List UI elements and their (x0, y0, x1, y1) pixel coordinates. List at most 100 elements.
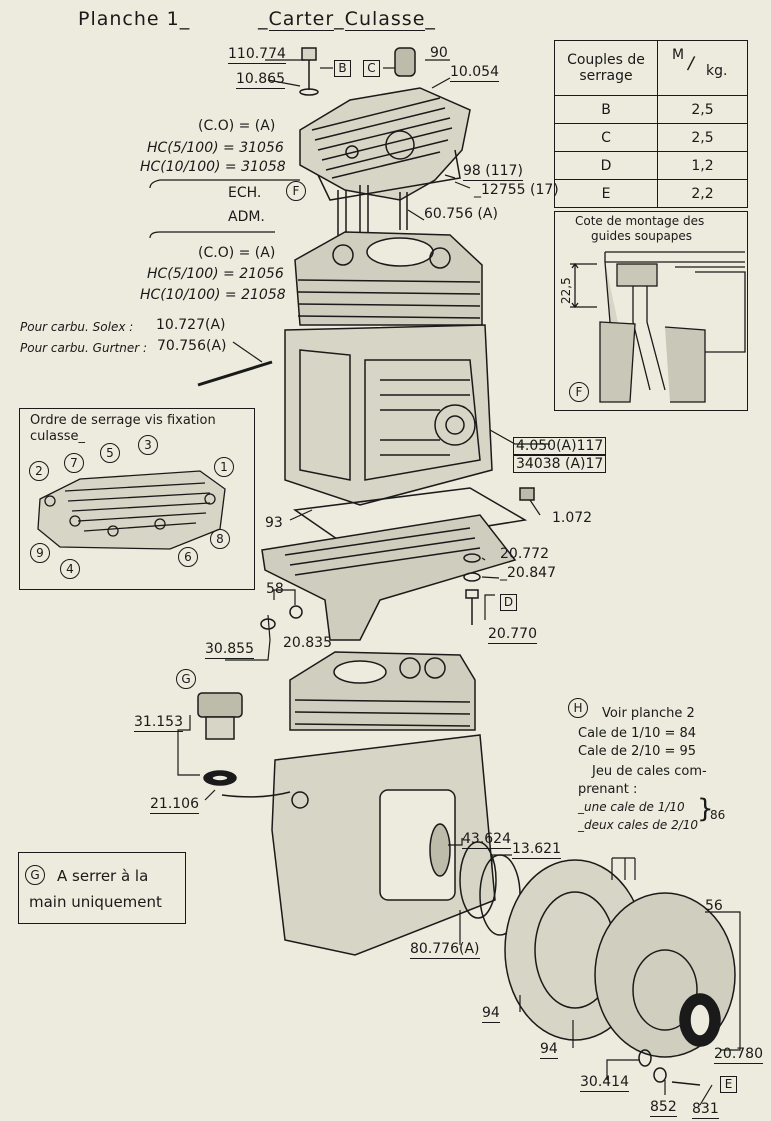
label-hc5-bottom: HC(5/100) = 21056 (147, 266, 284, 282)
note-h-line7: _deux cales de 2/10 (578, 818, 699, 832)
label-co-bottom: (C.O) = (A) (198, 245, 276, 261)
part-20835: 20.835 (283, 635, 332, 651)
part-831: 831 (692, 1101, 719, 1119)
nut-drawing (394, 47, 416, 77)
ref-solex: 10.727(A) (156, 317, 226, 333)
marker-g: G (176, 669, 196, 689)
order-num-2: 2 (29, 461, 49, 481)
part-30414: 30.414 (580, 1074, 629, 1092)
marker-f-label: F (286, 181, 306, 201)
bearing-drawing (459, 841, 497, 919)
order-num-3: 3 (138, 435, 158, 455)
part-4050: 4.050(A)117 (513, 437, 607, 455)
part-110774: 110.774 (228, 46, 286, 64)
order-num-9: 9 (30, 543, 50, 563)
note-h-line1: Voir planche 2 (602, 706, 695, 721)
order-num-1: 1 (214, 457, 234, 477)
leader-lines (149, 59, 741, 1106)
order-num-5: 5 (100, 443, 120, 463)
cylinder-block-drawing (294, 231, 483, 326)
part-80776: 80.776(A) (410, 941, 480, 959)
marker-e: E (720, 1076, 737, 1093)
plate-number: Planche 1 (78, 8, 180, 30)
part-98: 98 (117) (463, 163, 523, 181)
part-93: 93 (265, 515, 283, 531)
upper-crankcase-drawing (284, 324, 535, 506)
note-h-line4: Jeu de cales com- (592, 764, 707, 779)
part-852: 852 (650, 1099, 677, 1117)
label-solex: Pour carbu. Solex : (20, 320, 134, 334)
title-carter: Carter (268, 8, 335, 31)
note-g-line1: A serrer à la (57, 867, 149, 885)
cylinder-head-drawing (299, 87, 471, 201)
torque-header-label: Couples de serrage (554, 40, 658, 96)
marker-b: B (334, 60, 351, 77)
note-h-line6: _une cale de 1/10 (578, 800, 685, 814)
label-hc5-top: HC(5/100) = 31056 (147, 140, 284, 156)
order-box-title: Ordre de serrage vis fixation (30, 413, 216, 428)
marker-h-circle: H (568, 698, 588, 718)
part-94-shim: 94 (482, 1005, 500, 1023)
label-hc10-bottom: HC(10/100) = 21058 (140, 287, 286, 303)
title-culasse: Culasse (344, 8, 426, 31)
part-1072: 1.072 (552, 510, 593, 526)
part-10865: 10.865 (236, 71, 285, 89)
torque-header-unit: M / kg. (657, 40, 748, 96)
oil-filler-cap-drawing (197, 692, 243, 718)
marker-f-circle: F (569, 382, 589, 402)
part-21106: 21.106 (150, 796, 199, 814)
valve-guide-detail-box: Cote de montage des guides soupapes 22,5… (554, 211, 748, 411)
part-94-flange: 94 (540, 1041, 558, 1059)
tightening-order-box: Ordre de serrage vis fixation culasse_ 2… (19, 408, 255, 590)
ref-gurtner: 70.756(A) (157, 338, 227, 354)
part-90: 90 (430, 45, 448, 61)
part-20847: _20.847 (500, 565, 556, 581)
order-box-subtitle: culasse_ (30, 429, 86, 444)
carb-stud-drawing (197, 360, 273, 387)
bolt-head-drawing (301, 47, 317, 61)
order-num-6: 6 (178, 547, 198, 567)
lower-crankcase-drawing (271, 651, 496, 956)
label-ech: ECH. (228, 185, 262, 201)
guide-dimension-label: 22,5 (559, 277, 573, 304)
guide-section-drawing (570, 251, 746, 403)
order-num-4: 4 (60, 559, 80, 579)
part-43624: 43.624 (462, 831, 511, 849)
section-title: _Carter_Culasse_ (258, 8, 436, 31)
part-20772: 20.772 (500, 546, 549, 562)
part-12755: _12755 (17) (474, 182, 559, 198)
part-10054: 10.054 (450, 64, 499, 82)
plate-title: Planche 1_ (78, 8, 191, 30)
part-30855: 30.855 (205, 641, 254, 659)
label-co-top: (C.O) = (A) (198, 118, 276, 134)
marker-g-circle: G (25, 865, 45, 885)
part-56: 56 (705, 898, 723, 914)
label-gurtner: Pour carbu. Gurtner : (20, 341, 147, 355)
order-num-8: 8 (210, 529, 230, 549)
marker-c: C (363, 60, 380, 77)
order-num-7: 7 (64, 453, 84, 473)
label-adm: ADM. (228, 209, 265, 225)
part-20780: 20.780 (714, 1046, 763, 1064)
note-h-ref: 86 (710, 808, 726, 822)
gasket-drawing (292, 487, 528, 549)
note-h-line5: prenant : (578, 782, 638, 797)
part-58: 58 (266, 581, 284, 597)
part-20770: 20.770 (488, 626, 537, 644)
guide-box-subtitle: guides soupapes (591, 229, 693, 243)
note-h-line3: Cale de 2/10 = 95 (578, 744, 697, 759)
oil-sump-drawing (261, 514, 517, 641)
note-g-line2: main uniquement (29, 893, 162, 911)
head-top-view-drawing (37, 470, 226, 550)
part-34038: 34038 (A)17 (513, 455, 607, 473)
guide-box-title: Cote de montage des (575, 214, 705, 228)
note-g-box: G A serrer à la main uniquement (18, 852, 186, 924)
label-hc10-top: HC(10/100) = 31058 (140, 159, 286, 175)
part-31153: 31.153 (134, 714, 183, 732)
oil-seal-drawing (429, 823, 451, 877)
